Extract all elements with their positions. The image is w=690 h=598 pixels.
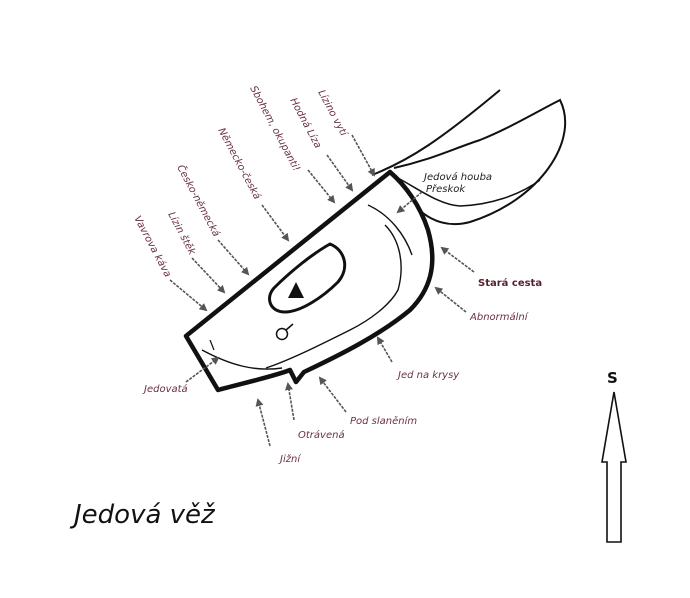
- arrow-jed-na-krysy: [376, 336, 393, 363]
- label-lizin-stek: Lízin štěk: [165, 210, 198, 258]
- arrow-cesko-nemecka: [217, 239, 250, 276]
- rappel-ring-icon: [275, 323, 294, 341]
- label-abnormalni: Abnormální: [469, 311, 529, 323]
- arrow-jedovata: [185, 356, 220, 383]
- label-nemecko-ceska: Německo-česká: [215, 126, 263, 202]
- arrow-lizino-vyti: [351, 134, 375, 177]
- arrow-jedova-houba: [396, 191, 423, 214]
- label-jed-na-krysy: Jed na krysy: [396, 370, 460, 381]
- tower-ledge-lower: [201, 349, 283, 370]
- label-vavrova-kava: Vavrova káva: [131, 214, 173, 279]
- label-pod-slanenim: Pod slaněním: [350, 415, 417, 427]
- arrow-hodna-liza: [326, 154, 354, 192]
- label-jizni: Jižní: [278, 453, 301, 465]
- tower-ledge-left: [209, 339, 215, 351]
- label-stara-cesta: Stará cesta: [478, 277, 542, 289]
- diagram-title: Jedová věž: [69, 500, 216, 530]
- label-hodna-liza: Hodná Líza: [287, 96, 324, 151]
- arrow-sbohem-okupanti: [307, 169, 336, 204]
- arrow-vavrova-kava: [169, 279, 208, 312]
- tower-ledge-middle: [265, 224, 402, 369]
- north-label: S: [607, 369, 618, 387]
- label-jedova-houba: Jedová houba: [422, 171, 492, 183]
- label-otravena: Otrávená: [298, 429, 345, 441]
- arrow-pod-slanenim: [318, 376, 347, 413]
- neighbour-rock-outline-lower: [393, 98, 566, 226]
- arrow-stara-cesta: [440, 246, 475, 273]
- label-preskok: Přeskok: [426, 183, 466, 195]
- north-arrow-icon: [601, 391, 627, 543]
- neighbour-rock-inner: [397, 177, 541, 207]
- arrow-otravena: [285, 382, 295, 421]
- arrow-abnormalni: [434, 286, 467, 313]
- tower-ledge-upper: [367, 204, 413, 256]
- arrow-jizni: [255, 398, 271, 447]
- arrow-nemecko-ceska: [261, 204, 290, 242]
- summit-icon: [288, 282, 304, 298]
- label-jedovata: Jedovatá: [142, 383, 188, 395]
- arrow-lizin-stek: [191, 257, 226, 294]
- summit-plateau: [268, 242, 347, 314]
- label-lizino-vyti: Lízino vytí: [315, 88, 350, 139]
- neighbour-rock-outline: [371, 89, 501, 176]
